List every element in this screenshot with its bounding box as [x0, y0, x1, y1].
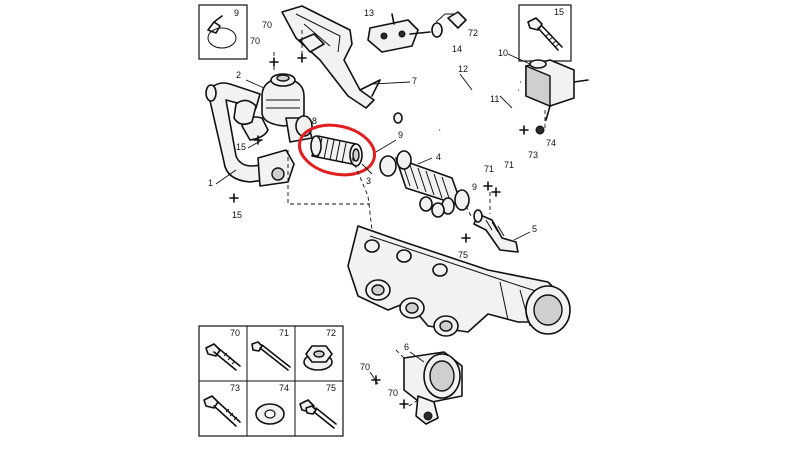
callout-labels: 70 70 13 14 72 2 7 12 10 11 9 73 74 15 1…: [208, 8, 556, 398]
callout-11: 11: [490, 94, 499, 104]
callout-75: 75: [458, 250, 468, 260]
flange-bolt-icon: [205, 343, 241, 371]
legend-label-72: 72: [326, 328, 336, 338]
intake-manifold: [347, 225, 571, 337]
hose-clip-icon: [207, 15, 237, 49]
callout-3: 3: [366, 176, 371, 186]
egr-pipe-1: [205, 82, 295, 187]
callout-73: 73: [528, 150, 538, 160]
callout-70-c: 70: [360, 362, 370, 372]
throttle-body-6: [403, 351, 463, 425]
inset-clip-9: 9: [198, 4, 248, 60]
hose-8: [310, 135, 363, 167]
washer-icon: [255, 403, 285, 425]
callout-15-b: 15: [232, 210, 242, 220]
callout-71-a: 71: [484, 164, 494, 174]
cross-markers: [229, 53, 545, 409]
legend-label-71: 71: [279, 328, 289, 338]
callout-6: 6: [404, 342, 409, 352]
callout-14: 14: [452, 44, 462, 54]
legend-label-70: 70: [230, 328, 240, 338]
heat-shield-7: [281, 5, 381, 109]
pipe-5: [473, 209, 519, 253]
inset-bolt-15: 15: [518, 4, 572, 62]
long-bolt-icon: [251, 341, 291, 371]
callout-4: 4: [436, 152, 441, 162]
fastener-legend: 70 71 72 73 74: [198, 325, 344, 437]
callout-7: 7: [412, 76, 417, 86]
bolt-icon: [527, 17, 563, 51]
callout-2: 2: [236, 70, 241, 80]
callout-1: 1: [208, 178, 213, 188]
legend-label-73: 73: [230, 383, 240, 393]
highlight-circle: [297, 123, 377, 177]
inset-bolt-label: 15: [554, 7, 564, 17]
egr-valve-2: [241, 73, 313, 143]
inset-clip-label: 9: [234, 8, 239, 18]
egr-cooler-4: [379, 150, 470, 218]
callout-70-d: 70: [388, 388, 398, 398]
legend-label-75: 75: [326, 383, 336, 393]
callout-70-b: 70: [250, 36, 260, 46]
stud-bolt-icon: [299, 399, 337, 429]
callout-8: 8: [312, 116, 317, 126]
callout-70-a: 70: [262, 20, 272, 30]
callout-10: 10: [498, 48, 508, 58]
hex-bolt-icon: [203, 395, 241, 427]
flange-nut-icon: [303, 345, 333, 371]
callout-72: 72: [468, 28, 478, 38]
callout-74: 74: [546, 138, 556, 148]
coolant-hoses-11-12: [393, 79, 521, 133]
callout-9-c: 9: [472, 182, 477, 192]
leader-lines: [215, 53, 531, 385]
callout-71-b: 71: [504, 160, 514, 170]
bracket-13: [367, 11, 467, 53]
callout-15-a: 15: [236, 142, 246, 152]
callout-12: 12: [458, 64, 468, 74]
callout-5: 5: [532, 224, 537, 234]
solenoid-valve-10: [525, 59, 589, 121]
callout-13: 13: [364, 8, 374, 18]
callout-9-b: 9: [398, 130, 403, 140]
legend-label-74: 74: [279, 383, 289, 393]
